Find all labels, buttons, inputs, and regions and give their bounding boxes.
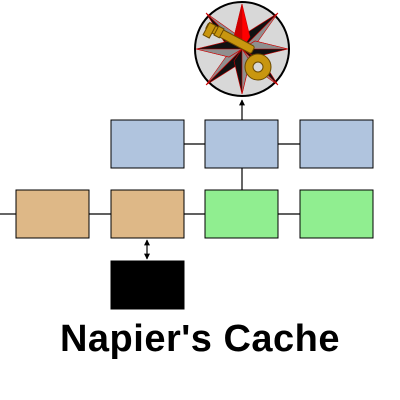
node-blue-2 [204,119,279,169]
node-tan-2 [110,189,185,239]
page-title: Napier's Cache [59,318,341,360]
node-green-2 [299,189,374,239]
nodes [15,119,374,310]
node-blue-1 [110,119,185,169]
node-green-1 [204,189,279,239]
compass-rose-key-icon [194,1,290,97]
node-blue-3 [299,119,374,169]
connectors [0,99,300,260]
node-tan-1 [15,189,90,239]
node-black-1 [110,260,185,310]
key-icon [202,21,272,81]
